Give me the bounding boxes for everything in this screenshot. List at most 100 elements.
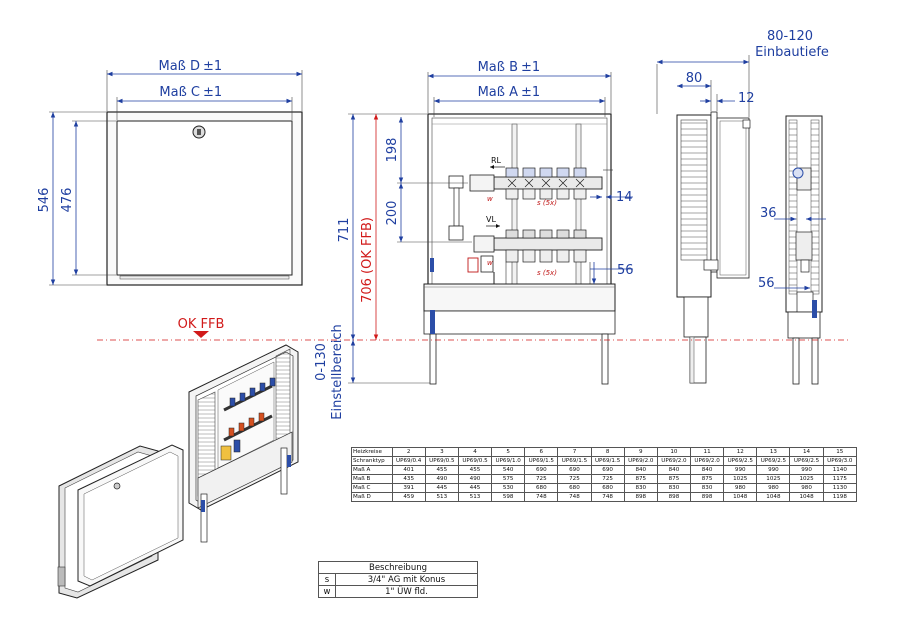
- spec-cell: 725: [524, 474, 559, 484]
- spec-cell: 680: [590, 483, 625, 493]
- label-s-top: s (5x): [537, 199, 557, 207]
- label-w-bottom: w: [487, 259, 493, 267]
- spec-cell: 748: [524, 492, 559, 502]
- legend-table: Beschreibung s 3/4" AG mit Konus w 1" ÜW…: [318, 561, 478, 598]
- spec-cell: 8: [590, 447, 625, 457]
- label-vl: VL: [486, 215, 496, 224]
- spec-cell: 513: [457, 492, 493, 502]
- label-56: 56: [617, 263, 634, 278]
- spec-cell: 530: [491, 483, 526, 493]
- label-einstellbereich: Einstellbereich: [330, 324, 345, 419]
- label-tolerance: ±1: [203, 85, 222, 100]
- front-view: Maß D ±1 Maß C ±1 546 476: [37, 59, 303, 286]
- spec-cell: 10: [656, 447, 692, 457]
- spec-cell: 1048: [723, 492, 758, 502]
- cabinet-base: [423, 283, 616, 312]
- label-56-section: 56: [758, 276, 775, 291]
- spec-cell: UP69/1.5: [524, 456, 559, 466]
- spec-cell: 690: [524, 465, 559, 475]
- spec-cell: 980: [723, 483, 758, 493]
- label-706-ok-ffb: 706 (OK FFB): [360, 217, 375, 303]
- legend-header: Beschreibung: [318, 561, 478, 574]
- label-height-546: 546: [37, 188, 52, 213]
- spec-cell: UP69/2.0: [623, 456, 658, 466]
- label-tolerance: ±1: [521, 85, 540, 100]
- spec-cell: UP69/1.5: [557, 456, 592, 466]
- spec-cell: 830: [690, 483, 725, 493]
- spec-cell: UP69/3.0: [822, 456, 858, 466]
- spec-cell: UP69/2.5: [756, 456, 791, 466]
- spec-cell: 1175: [822, 474, 858, 484]
- spec-cell: 490: [457, 474, 493, 484]
- label-ok-ffb: OK FFB: [178, 317, 225, 332]
- spec-cell: 12: [723, 447, 758, 457]
- spec-cell: 840: [690, 465, 725, 475]
- label-height-476: 476: [60, 188, 75, 213]
- spec-cell: 898: [690, 492, 725, 502]
- label-12: 12: [738, 91, 755, 106]
- spec-cell: UP69/2.0: [656, 456, 692, 466]
- spec-cell: 1048: [789, 492, 824, 502]
- spec-cell: UP69/2.0: [690, 456, 725, 466]
- spec-cell: 875: [656, 474, 692, 484]
- spec-cell: 2: [391, 447, 426, 457]
- side-view: 80-120 Einbautiefe 80 12: [656, 29, 829, 384]
- iso-door-lock-icon: [113, 482, 121, 490]
- label-mass-c: Maß C: [159, 85, 200, 100]
- label-einbautiefe-range: 80-120: [767, 29, 813, 44]
- spec-cell: 3: [424, 447, 459, 457]
- spec-cell: 459: [391, 492, 426, 502]
- spec-cell: 748: [590, 492, 625, 502]
- spec-cell: 391: [391, 483, 426, 493]
- spec-cell: 1025: [723, 474, 758, 484]
- label-14: 14: [616, 190, 633, 205]
- spec-cell: 1130: [822, 483, 858, 493]
- legend-row: s 3/4" AG mit Konus: [318, 573, 478, 586]
- spec-cell: UP69/0.5: [424, 456, 459, 466]
- spec-row-header: Heizkreise: [351, 447, 393, 457]
- label-tolerance: ±1: [203, 59, 222, 74]
- spec-cell: 11: [690, 447, 725, 457]
- spec-cell: 1048: [756, 492, 791, 502]
- spec-cell: 5: [491, 447, 526, 457]
- spec-cell: 725: [557, 474, 592, 484]
- label-mass-a: Maß A: [478, 85, 519, 100]
- label-36: 36: [760, 206, 777, 221]
- spec-cell: 690: [557, 465, 592, 475]
- section-view: 36 56: [758, 115, 826, 385]
- spec-row-header: Maß A: [351, 465, 393, 475]
- spec-cell: UP69/1.5: [590, 456, 625, 466]
- legend-value: 1" ÜW fld.: [335, 585, 478, 598]
- spec-cell: 14: [789, 447, 824, 457]
- spec-cell: 990: [789, 465, 824, 475]
- spec-cell: 990: [756, 465, 791, 475]
- spec-row-header: Schranktyp: [351, 456, 393, 466]
- floor-marker-icon: [193, 331, 209, 338]
- legend-key: w: [318, 585, 336, 598]
- manifold-flow: [493, 237, 603, 251]
- spec-cell: 7: [557, 447, 592, 457]
- label-mass-b: Maß B: [478, 60, 518, 75]
- spec-cell: 575: [491, 474, 526, 484]
- label-0-130: 0-130: [314, 343, 329, 381]
- spec-cell: UP69/2.5: [789, 456, 824, 466]
- spec-cell: 875: [690, 474, 725, 484]
- spec-cell: 840: [623, 465, 658, 475]
- spec-cell: 980: [789, 483, 824, 493]
- spec-cell: UP69/1.0: [491, 456, 526, 466]
- spec-cell: 455: [457, 465, 493, 475]
- legend-row: w 1" ÜW fld.: [318, 585, 478, 598]
- spec-row-header: Maß C: [351, 483, 393, 493]
- spec-cell: 830: [623, 483, 658, 493]
- spec-cell: UP69/2.5: [723, 456, 758, 466]
- spec-cell: 13: [756, 447, 791, 457]
- spec-cell: 898: [656, 492, 692, 502]
- legend-value: 3/4" AG mit Konus: [335, 573, 478, 586]
- spec-cell: UP69/0.5: [457, 456, 493, 466]
- spec-cell: 680: [557, 483, 592, 493]
- spec-row-header: Maß B: [351, 474, 393, 484]
- spec-cell: 435: [391, 474, 426, 484]
